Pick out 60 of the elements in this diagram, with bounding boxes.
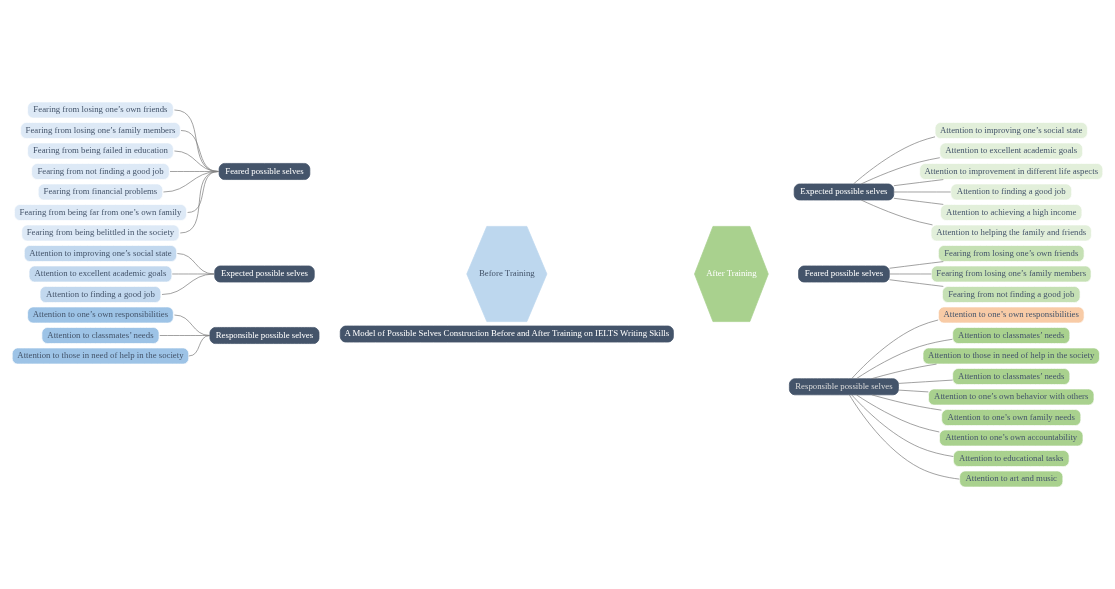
connector	[188, 335, 211, 357]
connector	[898, 389, 929, 393]
connector	[893, 197, 944, 205]
connector	[856, 338, 953, 379]
node-box: Expected possible selves	[214, 265, 315, 283]
connector	[860, 199, 933, 226]
node-box: A Model of Possible Selves Construction Before and After Training on IELTS Writing Skills	[339, 325, 674, 343]
node-box: Fearing from being far from one’s own family	[14, 204, 187, 221]
node-box: Attention to achieving a high income	[940, 204, 1083, 221]
node-box: Attention to classmates’ needs	[952, 368, 1071, 385]
node-box: Feared possible selves	[218, 163, 311, 180]
node-box: Attention to classmates’ needs	[952, 327, 1071, 344]
node-box: Attention to those in need of help in the society	[11, 347, 190, 365]
node-box: Fearing from not finding a good job	[942, 286, 1081, 303]
node-box: Fearing from being belittled in the society	[21, 224, 180, 242]
node-box: Fearing from losing one’s family members	[931, 265, 1092, 283]
connector	[889, 279, 944, 287]
node-box: Attention to one’s own family needs	[941, 409, 1082, 426]
node-box: Fearing from losing one’s own friends	[27, 101, 174, 119]
node-box: Attention to finding a good job	[950, 183, 1072, 201]
node-box: Expected possible selves	[793, 183, 895, 201]
node-box: Attention to finding a good job	[39, 286, 162, 303]
node-box: Responsible possible selves	[209, 327, 320, 344]
connector	[174, 109, 219, 172]
node-box: Fearing from losing one’s own friends	[938, 245, 1085, 262]
node-box: Fearing from not finding a good job	[31, 163, 170, 180]
node-box: Responsible possible selves	[789, 378, 899, 396]
node-box: Fearing from financial problems	[37, 183, 164, 201]
node-box: Attention to one’s own accountability	[939, 429, 1084, 447]
node-box: Fearing from being failed in education	[27, 142, 174, 160]
node-box: Feared possible selves	[798, 265, 890, 283]
connector	[849, 394, 960, 480]
node-box: Attention to helping the family and friends	[930, 224, 1092, 242]
node-box: Attention to art and music	[959, 470, 1064, 488]
node-box: Attention to excellent academic goals	[939, 142, 1083, 160]
node-box: Attention to improving one’s social state	[23, 245, 177, 262]
node-box: Attention to excellent academic goals	[28, 265, 173, 283]
node-box: Attention to one’s own responsibilities	[938, 306, 1085, 324]
connector	[893, 179, 944, 187]
connector	[889, 273, 932, 275]
connector	[860, 157, 941, 185]
node-box: Attention to educational tasks	[953, 450, 1070, 467]
connector	[871, 363, 937, 379]
connector	[898, 379, 953, 384]
connector	[871, 394, 942, 411]
connector	[851, 319, 939, 379]
node-box: Attention to improving one’s social state	[934, 122, 1088, 139]
connector	[853, 136, 936, 185]
connector	[179, 171, 219, 234]
node-box: Attention to those in need of help in the society	[922, 347, 1100, 365]
node-box: Attention to one’s own behavior with others	[928, 388, 1095, 406]
connector	[856, 394, 940, 433]
node-box: Fearing from losing one’s family members	[20, 122, 181, 139]
connector	[851, 394, 954, 457]
connector	[161, 273, 215, 295]
connector	[893, 191, 952, 193]
node-box: Attention to improvement in different life aspects	[919, 163, 1104, 180]
node-box: Attention to classmates’ needs	[41, 327, 160, 344]
connector	[889, 261, 944, 269]
node-box: Attention to one’s own responsibilities	[27, 306, 174, 324]
